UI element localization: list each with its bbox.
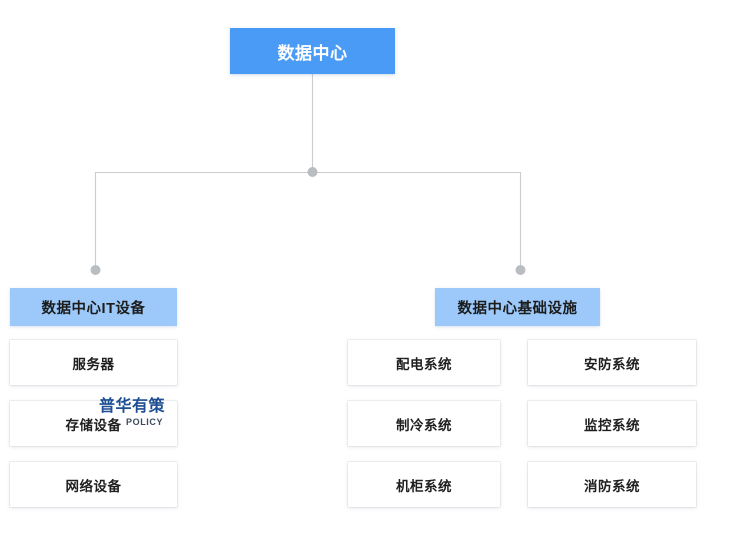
leaf-node-label: 制冷系统 (396, 417, 452, 433)
leaf-node-cabinet[interactable]: 机柜系统 (348, 462, 500, 507)
leaf-node-label: 消防系统 (584, 478, 640, 494)
leaf-node-label: 服务器 (72, 356, 115, 372)
node-root-label: 数据中心 (277, 43, 348, 63)
leaf-node-label: 安防系统 (584, 356, 640, 372)
node-root-data-center[interactable]: 数据中心 (230, 28, 395, 74)
leaf-node-security[interactable]: 安防系统 (528, 340, 696, 385)
leaf-node-label: 网络设备 (65, 478, 122, 494)
junction-dot-left (90, 265, 101, 275)
node-branch-infrastructure-label: 数据中心基础设施 (457, 300, 578, 317)
node-branch-it-equipment-label: 数据中心IT设备 (41, 300, 146, 317)
leaf-node-label: 机柜系统 (396, 478, 452, 494)
leaf-node-monitoring[interactable]: 监控系统 (528, 401, 696, 446)
leaf-node-network[interactable]: 网络设备 (10, 462, 177, 507)
junction-dot-center (307, 167, 318, 177)
leaf-node-server[interactable]: 服务器 (10, 340, 177, 385)
node-branch-infrastructure[interactable]: 数据中心基础设施 (435, 288, 600, 326)
leaf-node-cooling[interactable]: 制冷系统 (348, 401, 500, 446)
leaf-node-label: 监控系统 (584, 417, 640, 433)
leaf-node-label: 配电系统 (396, 356, 452, 372)
node-branch-it-equipment[interactable]: 数据中心IT设备 (10, 288, 177, 326)
junction-dot-right (515, 265, 526, 275)
leaf-node-fire-protection[interactable]: 消防系统 (528, 462, 696, 507)
leaf-node-storage[interactable]: 存储设备 (10, 401, 177, 446)
leaf-node-power-distribution[interactable]: 配电系统 (348, 340, 500, 385)
leaf-node-label: 存储设备 (65, 417, 122, 433)
